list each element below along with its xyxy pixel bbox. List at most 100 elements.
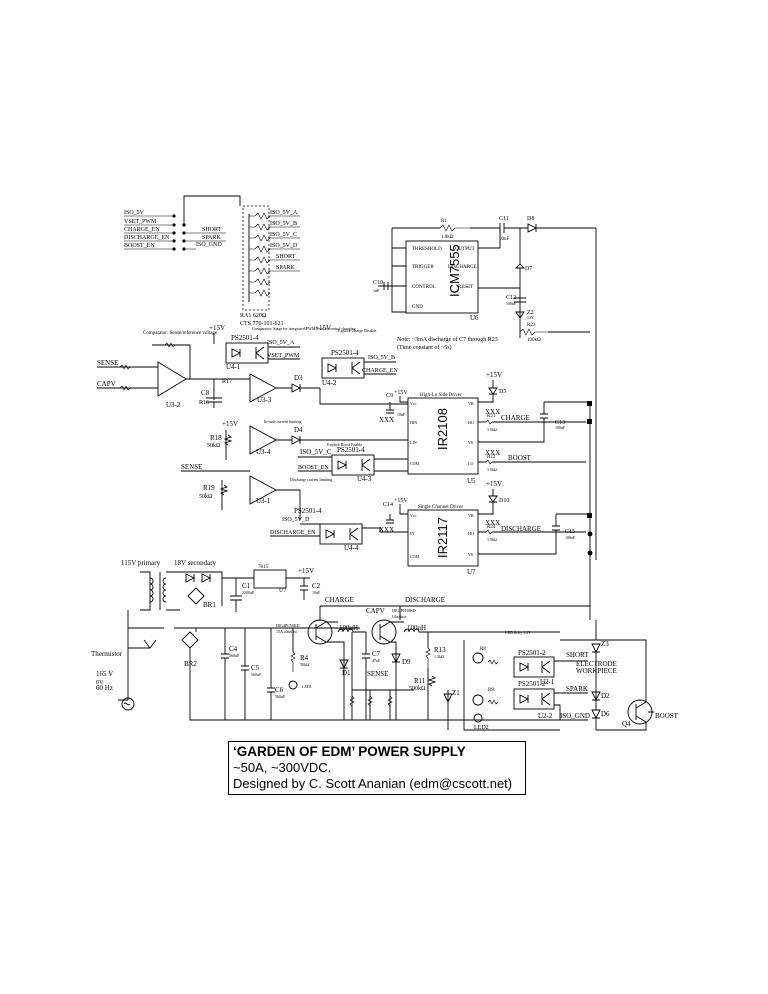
opto4-sig-a: ISO_5V_D <box>282 517 310 523</box>
ir2108-xxx-b: XXX <box>485 408 500 416</box>
power-secondary: 18V secondary <box>174 559 217 567</box>
opto4-ref: U4-4 <box>344 544 359 552</box>
timer-c11-val: 10nF <box>499 237 510 242</box>
ir2108-d5: D5 <box>499 389 506 395</box>
timer-pin-gnd: GND <box>412 305 423 310</box>
title-block-spec: ~50A, ~300VDC. <box>233 760 332 775</box>
input-sense: SENSE <box>97 359 118 367</box>
opto2-sig-b: CHARGE_EN <box>362 368 398 374</box>
ir2117-r24-val: 1.5kΩ <box>487 537 497 542</box>
r18-val: 50kΩ <box>207 443 221 449</box>
timer-d7: D7 <box>525 266 532 272</box>
power-reg: 7815 <box>258 565 269 570</box>
power-mains: 165 V <box>96 670 113 678</box>
ir2117-pin-in: IN <box>410 531 414 536</box>
ir2117-r24: R24 <box>487 525 496 530</box>
ir2117-plus15-b: +15V <box>486 480 502 488</box>
timer-c11: C11 <box>499 216 509 222</box>
ir2108-out-boost: BOOST <box>508 454 532 462</box>
out-l2: 100uH <box>407 624 426 632</box>
label-comparator-1: Comparator: Sense/reference voltage <box>143 331 218 336</box>
ir2108-pin-vcc: Vcc <box>410 401 417 406</box>
opto4-sig-b: DISCHARGE_EN <box>270 530 316 536</box>
power-primary: 115V primary <box>121 559 161 567</box>
electrode-opto2-part: PS2501-2 <box>518 680 546 688</box>
driver-ir2108: High-Lo Side Driver IR2108 Vcc HIN LIN C… <box>379 371 592 485</box>
conn-iso-gnd: ISO_GND <box>196 242 222 248</box>
opto4-part: PS2501-4 <box>294 507 322 515</box>
ir2117-subtitle: Single Channel Driver <box>418 505 463 510</box>
timer-icm7555: THRESHOLD TRIGGER CONTROL GND OUTPUT DIS… <box>373 216 590 351</box>
ir2117-pin-ho: HO <box>468 531 474 536</box>
ir2117-out-discharge: DISCHARGE <box>501 525 541 533</box>
electrode-d6: D6 <box>601 710 610 718</box>
out-q1-note: 15A ultrafast <box>276 629 298 634</box>
label-explicit-charge: Explicit Charge Disable <box>338 328 377 333</box>
label-explicit-boost: Explicit Boost Enable <box>327 442 362 447</box>
ir2117-xxx-b: XXX <box>485 519 500 527</box>
ir2117-plus15: +15V <box>394 498 408 504</box>
ra1-out-b: ISO_5V_B <box>270 221 297 227</box>
input-capv: CAPV <box>97 380 116 388</box>
ir2117-pin-com: COM <box>410 554 420 559</box>
timer-c12-val: 100nF <box>506 301 517 306</box>
opto1-sig-b: VSET_PWM <box>267 353 300 359</box>
timer-c12: C12 <box>506 295 516 301</box>
ir2117-name: IR2117 <box>435 517 450 558</box>
power-c4: C4 <box>229 645 238 653</box>
power-c4-val: 560uF <box>229 653 240 658</box>
electrode-d2: D2 <box>601 692 610 700</box>
power-c2-val: 10uF <box>312 590 321 595</box>
power-thermistor: Thermistor <box>91 650 123 658</box>
ra1-out-short: SHORT <box>276 254 296 260</box>
opto1-sig-a: ISO_5V_A <box>267 340 295 346</box>
out-r11-val: 500kΩ <box>409 686 426 692</box>
ir2108-plus15: +15V <box>394 390 408 396</box>
opto3-sig-b: BOOST_EN <box>298 465 329 471</box>
opto1-ref: U4-1 <box>226 363 241 371</box>
ir2108-pin-lo: LO <box>468 461 473 466</box>
timer-pin-trigger: TRIGGER <box>412 265 434 270</box>
out-r13: R13 <box>434 646 446 654</box>
d3-ref: D3 <box>294 374 303 382</box>
title-block: ‘GARDEN OF EDM’ POWER SUPPLY ~50A, ~300V… <box>228 741 526 795</box>
ir2108-plus15-b: +15V <box>486 371 502 379</box>
input-sense-2: SENSE <box>181 463 202 471</box>
ra1-out-a: ISO_5V_A <box>270 210 298 216</box>
out-l1: 100uH <box>339 624 358 632</box>
plus15-c: +15V <box>222 420 238 428</box>
timer-pin-reset: RESET <box>458 285 473 290</box>
electrode-opto1-part: PS2501-2 <box>518 649 546 657</box>
timer-pin-discharge: DISCHARGE <box>448 265 477 270</box>
plus15-a: +15V <box>209 324 225 332</box>
signal-iso-5v: ISO_5V <box>124 210 145 216</box>
out-charge: CHARGE <box>325 596 354 604</box>
signal-boost-en: BOOST_EN <box>124 243 155 249</box>
output-stage: CHARGE DISCHARGE CAPV IRG4PC50KD 15A ult… <box>276 596 590 731</box>
ir2117-xxx: XXX <box>379 526 394 534</box>
electrode-r8: R8 <box>480 647 486 652</box>
signal-vset-pwm: VSET_PWM <box>124 219 157 225</box>
timer-r1-val: 1.0kΩ <box>441 235 454 240</box>
ir2108-c13: C13 <box>555 420 565 426</box>
ir2108-xxx: XXX <box>379 416 394 424</box>
electrode-spark: SPARK <box>566 685 588 693</box>
driver-ir2117: Single Channel Driver IR2117 Vcc IN COM … <box>379 227 597 620</box>
power-c6: C6 <box>275 686 284 694</box>
ir2117-c14: C14 <box>383 502 393 508</box>
out-d1: D1 <box>342 669 351 677</box>
u3-4-ref: U3-4 <box>256 448 271 456</box>
opto3-part: PS2501-4 <box>337 446 365 454</box>
power-br2: BR2 <box>184 660 197 668</box>
label-discharge-limit: Discharge current limiting <box>290 477 332 482</box>
ir2108-pin-vs: VS <box>468 440 473 445</box>
d4-ref: D4 <box>294 426 303 434</box>
power-c6-val: 560uF <box>275 694 286 699</box>
electrode-r9: R9 <box>488 688 494 693</box>
out-capv: CAPV <box>366 607 385 615</box>
connector-j1: ISO_5V VSET_PWM CHARGE_EN DISCHARGE_EN B… <box>124 195 241 251</box>
ir2117-pin-vcc: Vcc <box>410 513 417 518</box>
electrode-opto2-ref: U2-2 <box>538 712 553 720</box>
timer-z2-val: 12V <box>527 315 534 320</box>
ir2108-pin-ho: HO <box>468 420 474 425</box>
